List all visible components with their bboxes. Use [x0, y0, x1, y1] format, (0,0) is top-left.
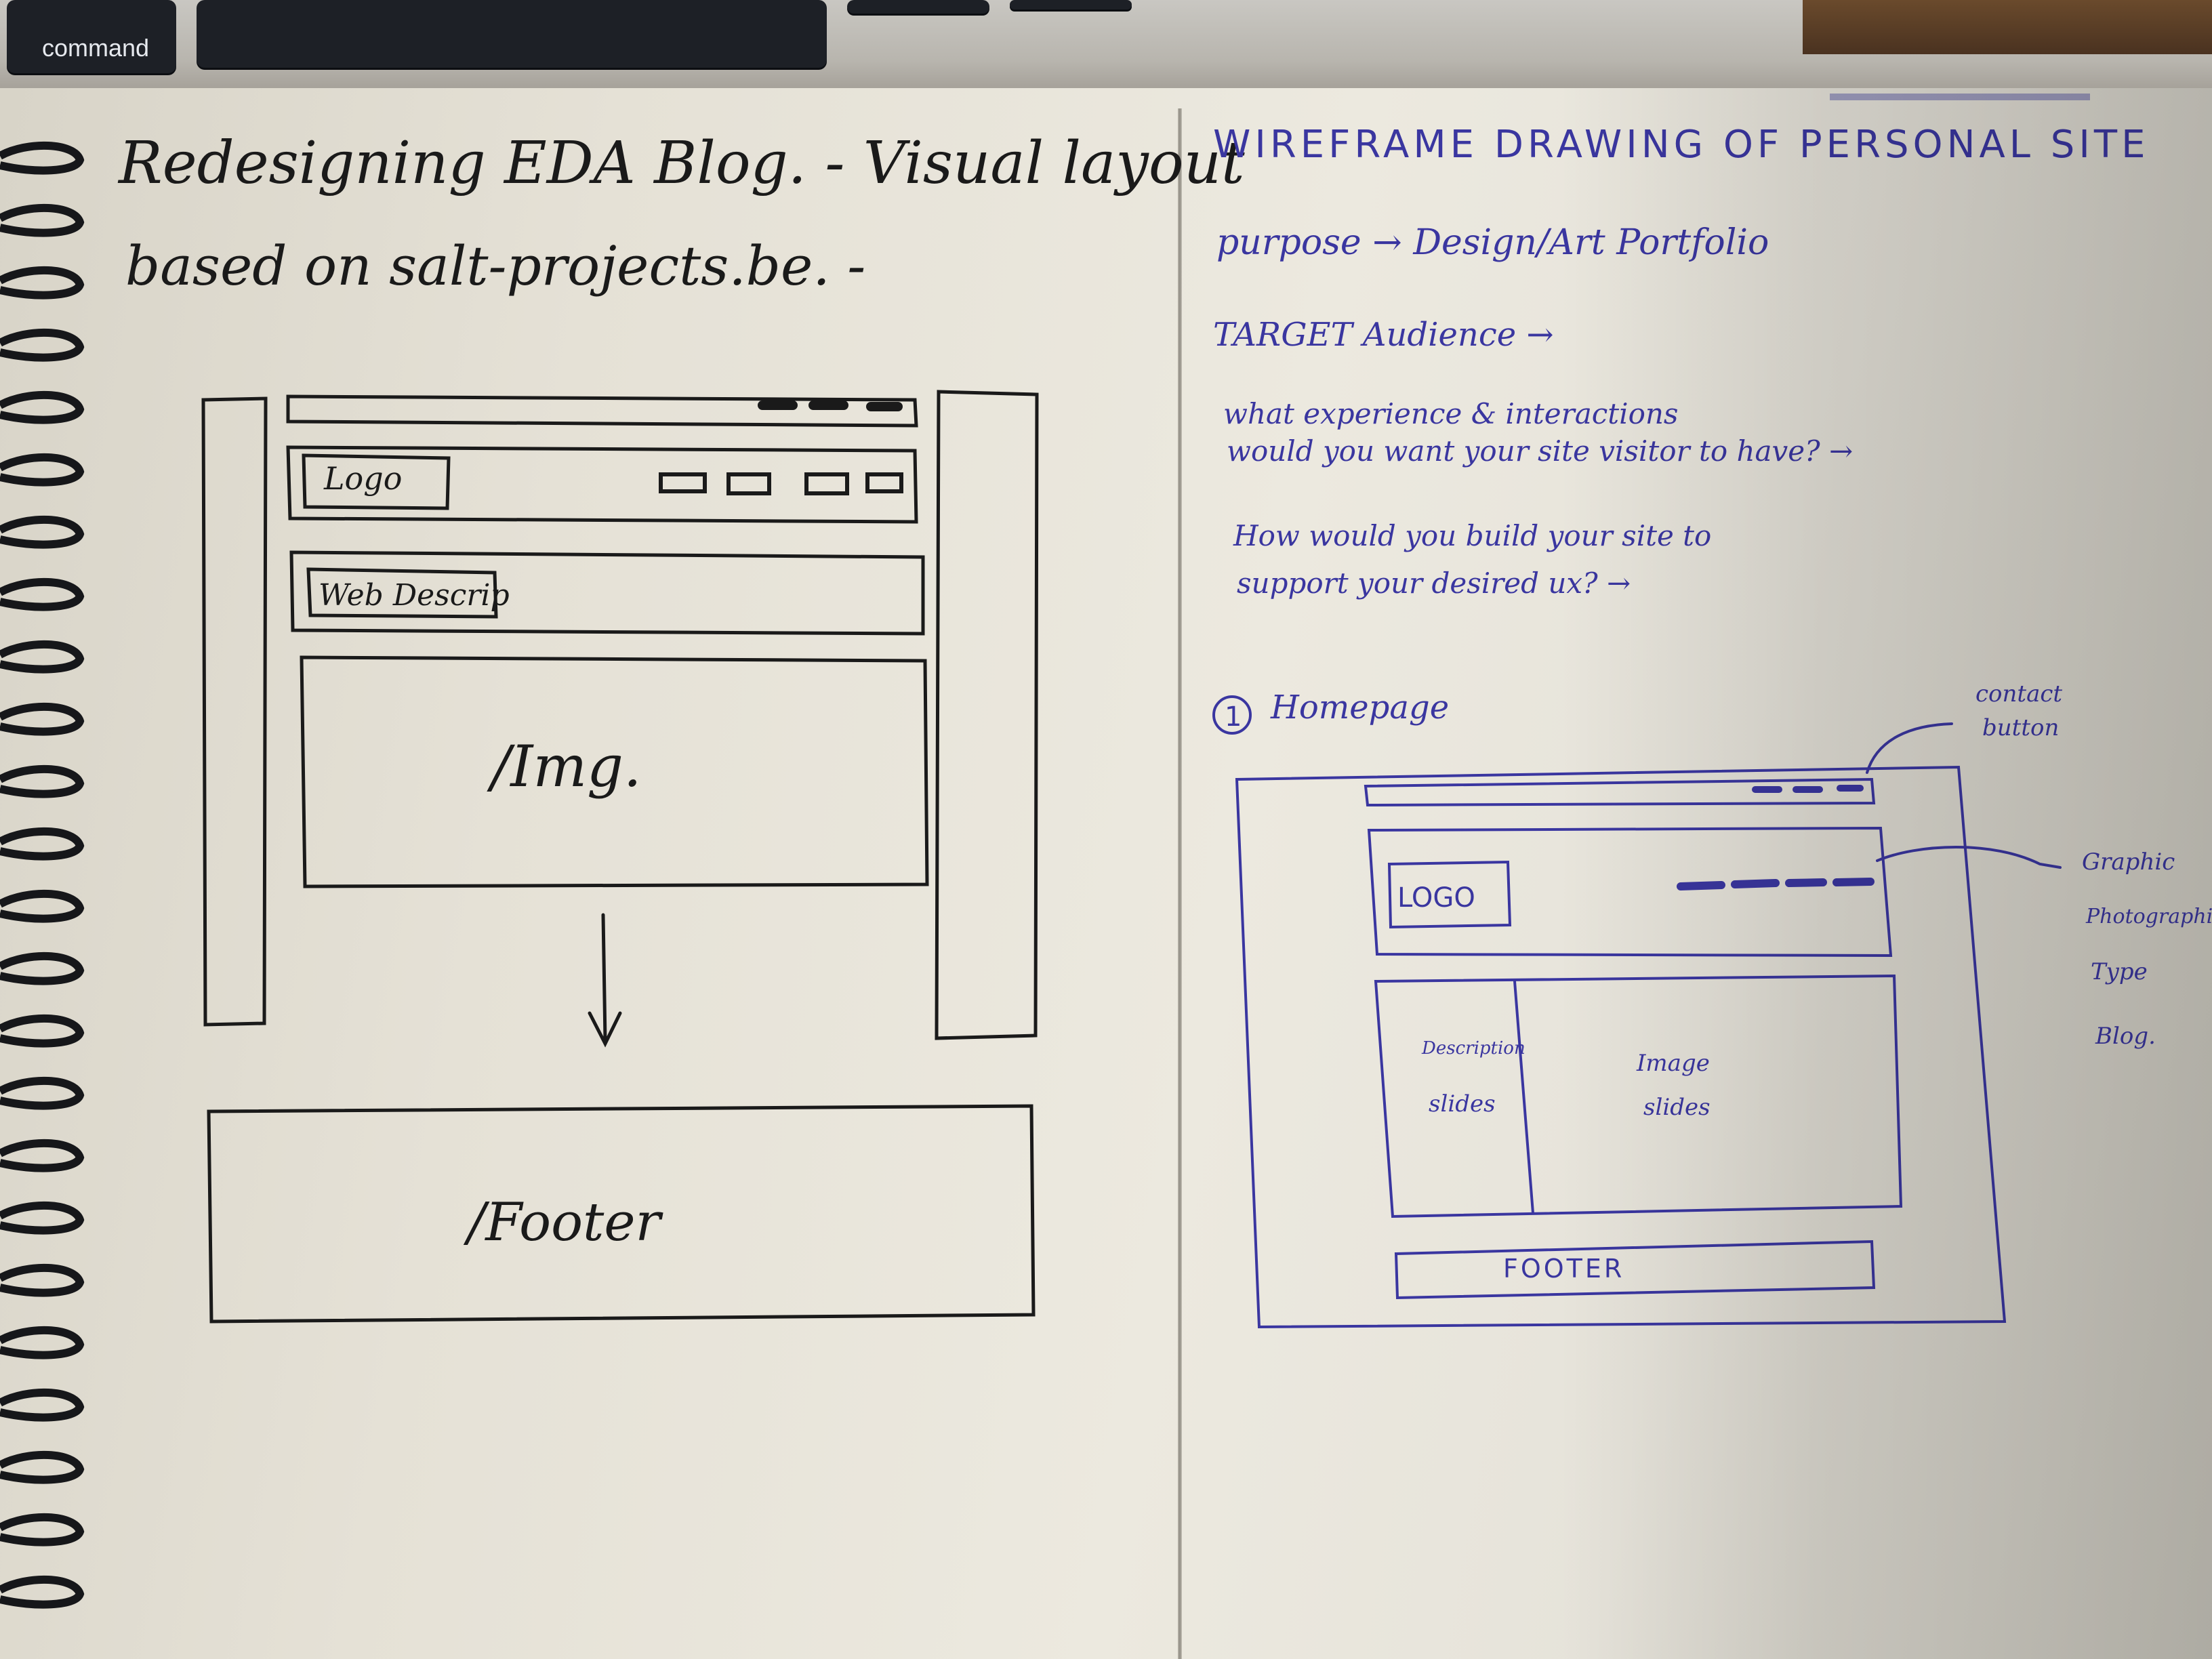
spiral-binding	[0, 142, 85, 1609]
contact-note-line-2: button	[1982, 714, 2059, 741]
image-box	[300, 655, 929, 888]
notebook-paper	[0, 88, 2212, 1659]
logo-box	[302, 453, 451, 510]
browser-bar	[286, 394, 918, 428]
nav-items-list: Graphic Photographic Type Blog.	[2082, 848, 2212, 1050]
nav-item-blog: Blog.	[2095, 1023, 2156, 1050]
contact-note-line-1: contact	[1975, 680, 2062, 708]
left-title-line-2: based on salt-projects.be. -	[125, 234, 865, 298]
wireframe-footer-label: FOOTER	[1503, 1254, 1624, 1284]
homepage-wireframe	[1235, 722, 2062, 1329]
spiral-ring	[0, 391, 85, 424]
homepage-number-circle	[1212, 695, 1252, 735]
notebook-gutter	[1178, 108, 1182, 1659]
browser-window-controls	[758, 401, 903, 411]
keyboard-key	[847, 0, 989, 14]
spiral-rings	[0, 142, 85, 1609]
left-side-column	[201, 396, 268, 1027]
spiral-ring	[0, 1575, 85, 1609]
wireframe-header	[1367, 826, 1893, 958]
spiral-ring	[0, 1326, 85, 1359]
spiral-ring	[0, 577, 85, 611]
spiral-ring	[0, 142, 85, 175]
purpose-line: purpose → Design/Art Portfolio	[1216, 222, 1769, 263]
wireframe-description-label-1: Description	[1421, 1038, 1525, 1059]
spiral-ring	[0, 889, 85, 923]
wireframe-content-divider	[1513, 980, 1534, 1214]
keyboard-key	[1010, 0, 1132, 9]
spiral-ring	[0, 1388, 85, 1422]
spiral-ring	[0, 827, 85, 861]
question-1-line-1: what experience & interactions	[1223, 397, 1679, 430]
wireframe-outer-frame	[1235, 765, 2007, 1329]
homepage-title: Homepage	[1270, 689, 1449, 726]
sketch-web-description-label: Web Descrip	[319, 578, 510, 613]
spiral-ring	[0, 204, 85, 237]
question-2-line-1: How would you build your site to	[1233, 519, 1711, 552]
left-title: Redesigning EDA Blog. - Visual layout ba…	[117, 129, 1245, 298]
spiral-ring	[0, 1076, 85, 1110]
spiral-ring	[0, 266, 85, 300]
command-key: command	[7, 0, 176, 73]
spiral-ring	[0, 328, 85, 362]
spiral-ring	[0, 1139, 85, 1172]
spiral-ring	[0, 1451, 85, 1484]
wireframe-image-label-2: slides	[1643, 1094, 1711, 1121]
nav-buttons	[659, 472, 903, 495]
down-arrow	[588, 913, 622, 1048]
description-bar	[289, 550, 925, 636]
spiral-ring	[0, 703, 85, 736]
wireframe-logo-label: LOGO	[1397, 882, 1475, 914]
web-description-box	[306, 567, 498, 619]
spacebar-key	[197, 0, 827, 68]
nav-item-type: Type	[2091, 958, 2148, 985]
wireframe-content-area	[1374, 974, 1903, 1218]
nav-pointer-line	[1876, 846, 2062, 869]
spiral-ring	[0, 515, 85, 549]
desk-surface	[1803, 0, 2212, 54]
question-2-line-2: support your desired ux? →	[1237, 567, 1631, 600]
target-audience-line: TARGET Audience →	[1213, 316, 1554, 354]
wireframe-image-label-1: Image	[1636, 1050, 1710, 1077]
right-heading: WIREFRAME DRAWING OF PERSONAL SITE	[1213, 123, 2149, 167]
page-edge-mark	[1830, 94, 2090, 100]
spiral-ring	[0, 765, 85, 798]
spiral-ring	[0, 640, 85, 674]
wireframe-logo-box	[1387, 860, 1512, 929]
command-key-label: command	[42, 34, 150, 62]
right-side-column	[935, 390, 1039, 1040]
left-wireframe-sketch	[201, 390, 1039, 1324]
spiral-ring	[0, 1201, 85, 1235]
nav-item-photographic: Photographic	[2085, 905, 2212, 928]
nav-item-graphic: Graphic	[2082, 848, 2175, 876]
homepage-number: 1	[1225, 701, 1242, 733]
left-title-line-1: Redesigning EDA Blog. - Visual layout	[117, 129, 1245, 197]
spiral-ring	[0, 1263, 85, 1297]
wireframe-nav-buttons	[1677, 878, 1875, 890]
wireframe-browser-bar	[1364, 777, 1876, 807]
spiral-ring	[0, 1014, 85, 1048]
spiral-ring	[0, 951, 85, 985]
spiral-ring	[0, 1513, 85, 1547]
question-1-line-2: would you want your site visitor to have…	[1227, 434, 1853, 468]
header-box	[286, 445, 918, 524]
contact-button	[1752, 785, 1864, 793]
sketch-footer-label: /Footer	[463, 1192, 664, 1253]
sketch-logo-label: Logo	[323, 460, 402, 497]
wireframe-footer	[1394, 1240, 1876, 1300]
sketch-image-label: /Img.	[487, 733, 642, 800]
wireframe-description-label-2: slides	[1429, 1090, 1496, 1118]
contact-pointer-line	[1866, 722, 1953, 774]
footer-box	[207, 1104, 1036, 1324]
spiral-ring	[0, 453, 85, 487]
